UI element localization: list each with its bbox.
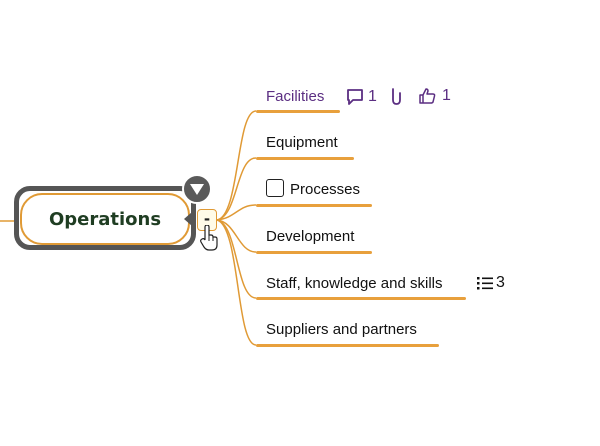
connector-equipment: [216, 157, 257, 221]
branch-underline: [256, 157, 354, 160]
branch-underline: [256, 204, 372, 207]
central-topic[interactable]: Operations: [20, 193, 190, 245]
connector-staff: [216, 219, 257, 299]
branch-underline: [256, 344, 439, 347]
attachment-badge[interactable]: [390, 87, 402, 107]
comments-badge[interactable]: 1: [346, 88, 377, 106]
hand-cursor-icon: [200, 225, 218, 251]
selection-notch: [184, 212, 192, 226]
tasks-badge[interactable]: 3: [476, 274, 505, 292]
attachment-icon: [392, 88, 401, 105]
branch-topic-staff[interactable]: Staff, knowledge and skills: [266, 275, 443, 292]
topic-menu-button[interactable]: [182, 174, 212, 204]
branch-underline: [256, 251, 372, 254]
branch-underline: [256, 297, 466, 300]
central-topic-label: Operations: [48, 208, 162, 230]
comments-count: 1: [368, 88, 377, 105]
task-list-icon: [477, 277, 493, 290]
dropdown-triangle-icon: [190, 183, 204, 195]
branch-topic-facilities[interactable]: Facilities: [266, 88, 325, 105]
connector-development: [216, 219, 257, 253]
thumbs-up-icon: [419, 88, 436, 104]
likes-badge[interactable]: 1: [418, 87, 451, 105]
branch-topic-processes[interactable]: Processes: [290, 181, 361, 198]
tasks-count: 3: [496, 274, 505, 291]
connector-facilities: [216, 110, 257, 221]
connector-suppliers: [216, 219, 257, 346]
comment-icon: [347, 89, 363, 105]
task-checkbox[interactable]: [266, 179, 284, 197]
branch-underline: [256, 110, 340, 113]
likes-count: 1: [442, 87, 451, 104]
branch-topic-suppliers[interactable]: Suppliers and partners: [266, 321, 417, 338]
branch-topic-development[interactable]: Development: [266, 228, 355, 245]
connector-processes: [216, 204, 257, 221]
branch-topic-equipment[interactable]: Equipment: [266, 134, 338, 151]
